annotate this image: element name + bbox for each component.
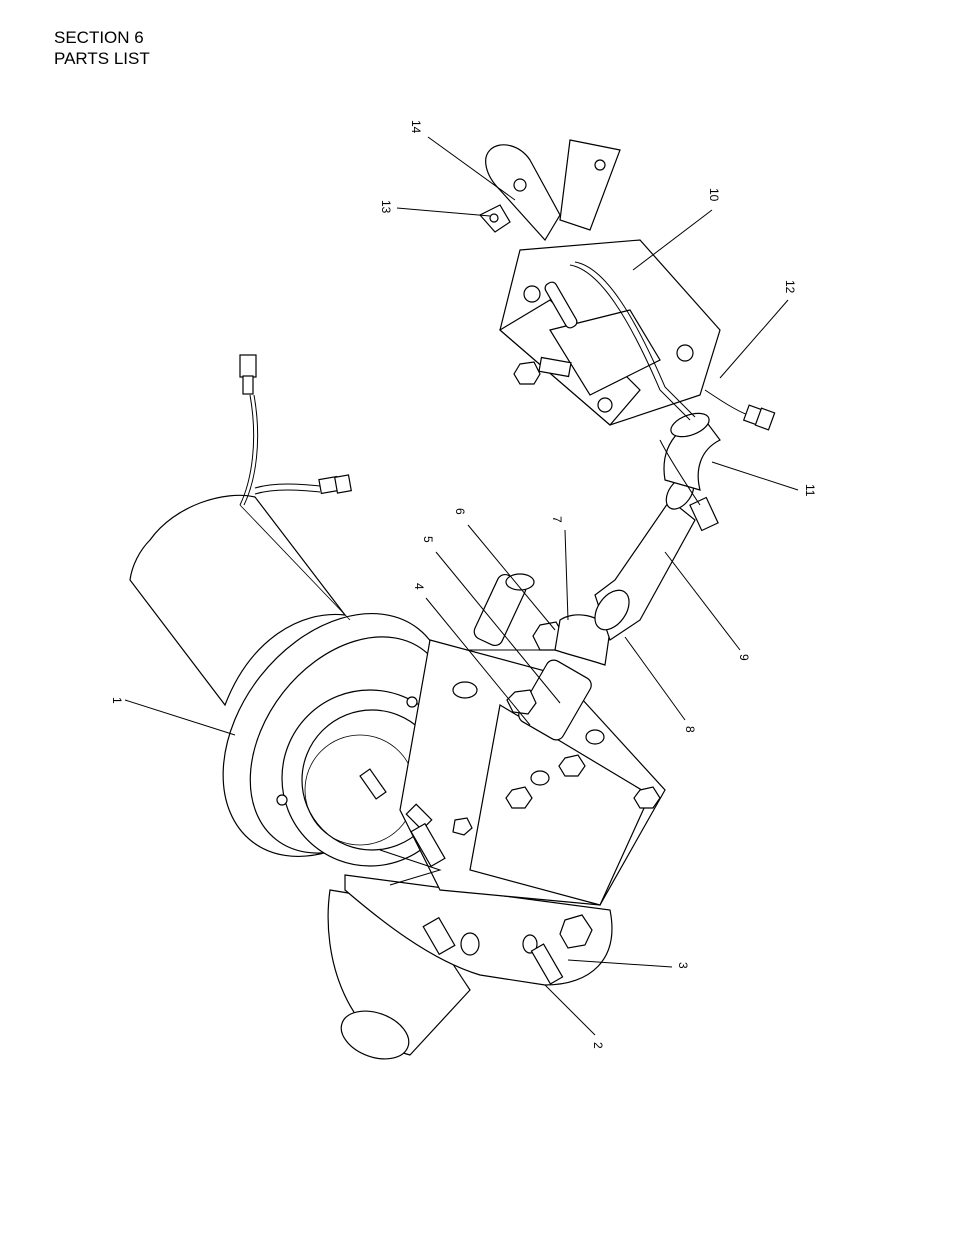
callout-14: 14 xyxy=(409,120,423,134)
callout-12: 12 xyxy=(783,280,797,294)
callout-6: 6 xyxy=(453,508,467,515)
oil-tubing xyxy=(555,409,720,665)
motor-wire-harness xyxy=(240,355,351,505)
callout-7: 7 xyxy=(550,516,564,523)
air-box-body xyxy=(400,640,665,905)
burner-housing xyxy=(328,875,612,1068)
callout-11: 11 xyxy=(803,484,817,497)
callout-2: 2 xyxy=(591,1042,605,1049)
callout-8: 8 xyxy=(683,726,697,733)
callout-3: 3 xyxy=(676,962,690,969)
callout-13: 13 xyxy=(379,200,393,214)
callout-5: 5 xyxy=(421,536,435,543)
callout-1: 1 xyxy=(110,697,124,704)
callout-10: 10 xyxy=(707,188,721,202)
callout-4: 4 xyxy=(412,583,426,590)
callout-9: 9 xyxy=(737,654,751,661)
fuel-pump xyxy=(500,240,775,430)
